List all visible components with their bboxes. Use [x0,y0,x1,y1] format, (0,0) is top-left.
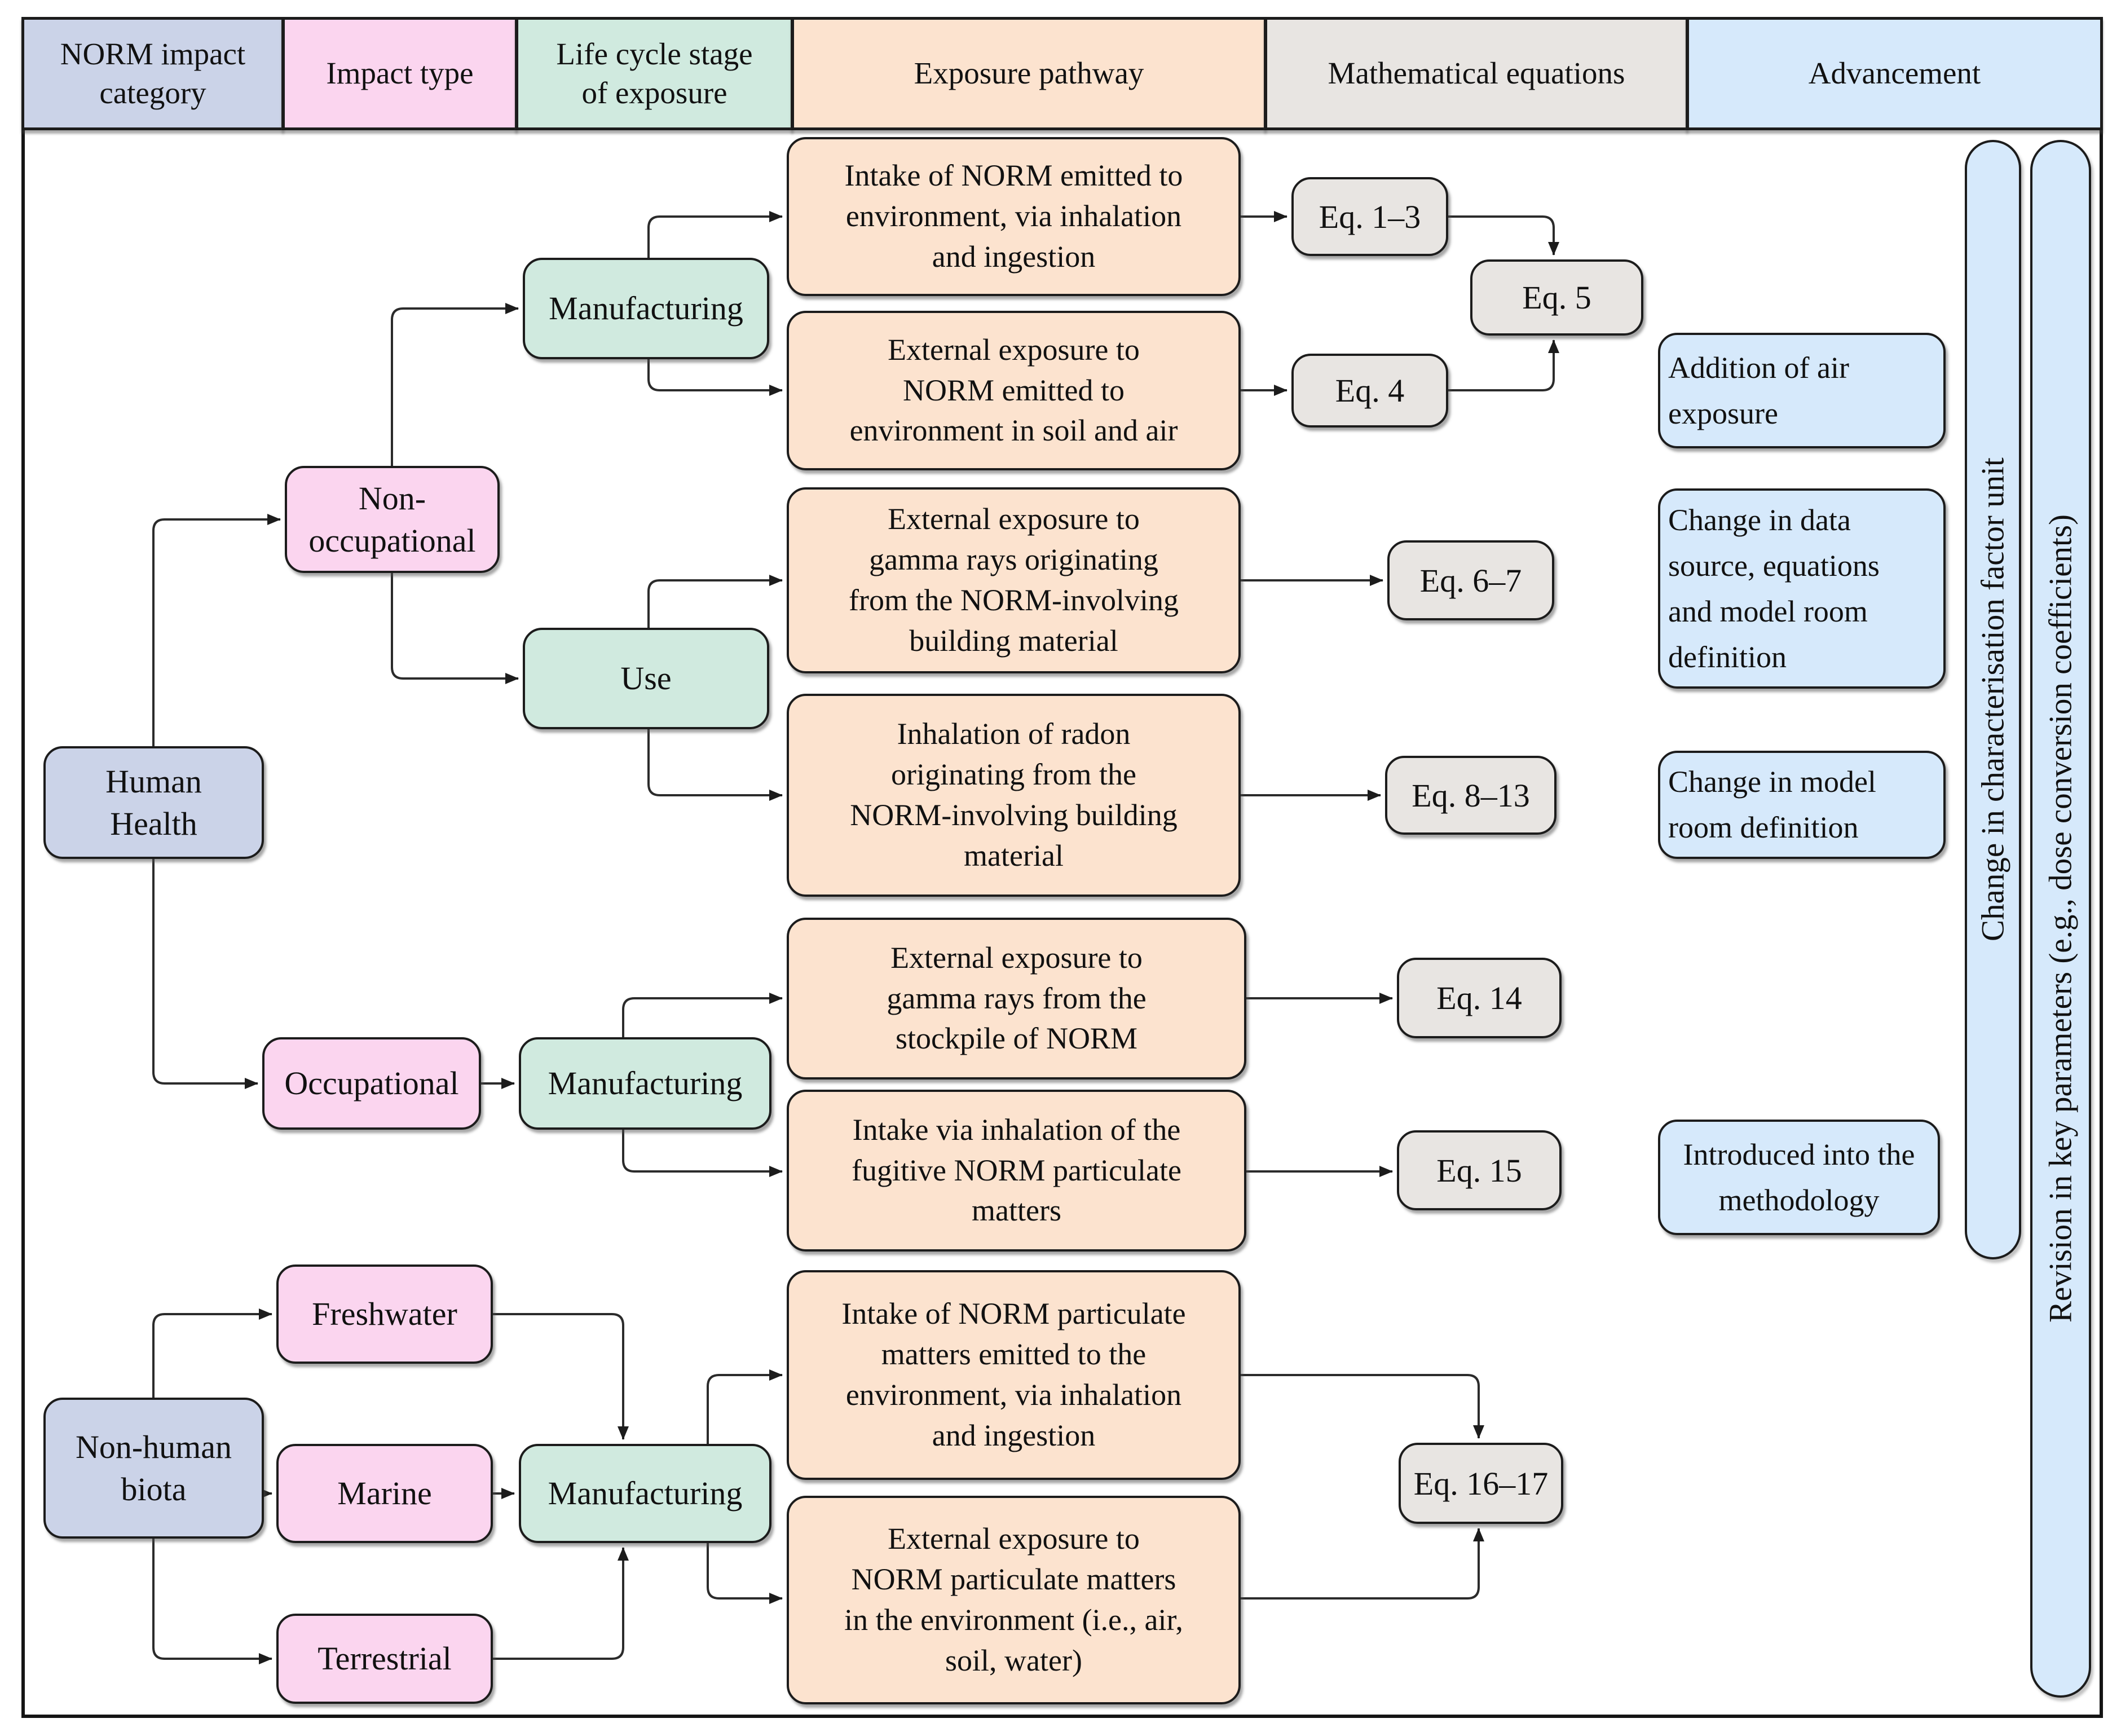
equation-4: Eq. 4 [1291,354,1448,428]
node-use: Use [523,628,769,729]
advancement-change-model-room: Change in model room definition [1658,751,1946,859]
pathway-gamma-building-material: External exposure to gamma rays originat… [787,487,1241,673]
pathway-radon-building-material: Inhalation of radon originating from the… [787,694,1241,897]
header-life-cycle-stage: Life cycle stage of exposure [515,17,793,130]
equation-14: Eq. 14 [1397,958,1562,1038]
equation-5: Eq. 5 [1470,259,1643,336]
node-freshwater: Freshwater [276,1264,493,1364]
node-non-human-biota: Non-human biota [43,1398,264,1539]
header-exposure-pathway: Exposure pathway [791,17,1267,130]
header-mathematical-equations: Mathematical equations [1264,17,1688,130]
pathway-inhalation-fugitive-particulates: Intake via inhalation of the fugitive NO… [787,1090,1246,1252]
node-non-occupational: Non- occupational [285,466,500,573]
sidebar-revision-key-parameters: Revision in key parameters (e.g., dose c… [2030,140,2091,1698]
advancement-introduced-methodology: Introduced into the methodology [1658,1120,1940,1235]
equation-15: Eq. 15 [1397,1130,1562,1210]
pathway-external-norm-soil-air: External exposure to NORM emitted to env… [787,311,1241,470]
equation-1-3: Eq. 1–3 [1291,177,1448,256]
node-terrestrial: Terrestrial [276,1614,493,1704]
header-advancement: Advancement [1686,17,2103,130]
node-manufacturing-mid: Manufacturing [519,1037,771,1130]
node-manufacturing-bottom: Manufacturing [519,1444,771,1543]
header-norm-impact-category: NORM impact category [21,17,284,130]
node-marine: Marine [276,1444,493,1543]
sidebar-change-characterisation-factor-unit: Change in characterisation factor unit [1965,140,2021,1259]
pathway-external-particulates-environment: External exposure to NORM particulate ma… [787,1496,1241,1704]
equation-8-13: Eq. 8–13 [1385,756,1556,835]
advancement-change-data-source: Change in data source, equations and mod… [1658,488,1946,689]
equation-6-7: Eq. 6–7 [1387,540,1554,620]
node-manufacturing-top: Manufacturing [523,258,769,359]
equation-16-17: Eq. 16–17 [1399,1443,1563,1524]
pathway-intake-norm-environment: Intake of NORM emitted to environment, v… [787,137,1241,296]
advancement-addition-air-exposure: Addition of air exposure [1658,333,1946,448]
header-impact-type: Impact type [282,17,518,130]
pathway-gamma-stockpile: External exposure to gamma rays from the… [787,918,1246,1080]
node-occupational: Occupational [262,1037,481,1130]
node-human-health: Human Health [43,746,264,859]
pathway-intake-particulates-biota: Intake of NORM particulate matters emitt… [787,1270,1241,1480]
